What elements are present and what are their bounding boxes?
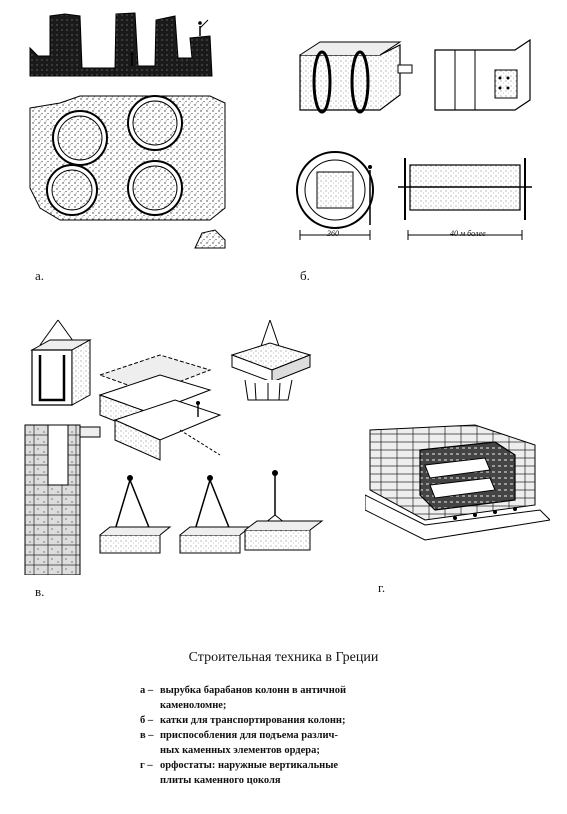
legend-text: вырубка барабанов колонн в античной [160,685,347,696]
panel-v-lifting-devices-drawing [20,315,330,575]
legend-key: б – [140,715,154,726]
legend-item-v: в – приспособления для подъема различ- [140,728,440,743]
label-b: б. [300,268,310,283]
panel-g-orthostats-drawing [365,410,550,550]
panel-b-rollers-drawing [290,30,550,250]
legend-key: г – [140,760,153,771]
dimension-frame-length: 40 м более [450,229,486,238]
legend-text-continued: ных каменных элементов ордера; [160,745,320,756]
figure-legend: а – вырубка барабанов колонн в античной … [140,683,440,788]
legend-key: а – [140,685,154,696]
legend-item-a: а – вырубка барабанов колонн в античной [140,683,440,698]
dimension-drum-width: 360 [327,229,339,238]
legend-text: катки для транспортирования колонн; [160,715,346,726]
legend-key: в – [140,730,154,741]
label-g: г. [378,580,386,595]
legend-item-b: б – катки для транспортирования колонн; [140,713,440,728]
label-v: в. [35,584,45,599]
legend-text: орфостаты: наружные вертикальные [160,760,339,771]
figure-caption: Строительная техника в Греции [188,650,379,665]
legend-text-continued: плиты каменного цоколя [160,775,281,786]
legend-text: приспособления для подъема различ- [160,730,338,741]
legend-text-continued: каменоломне; [160,700,227,711]
label-a: а. [35,268,45,283]
legend-item-g: г – орфостаты: наружные вертикальные [140,758,440,773]
panel-a-quarry-drawing [20,8,235,253]
